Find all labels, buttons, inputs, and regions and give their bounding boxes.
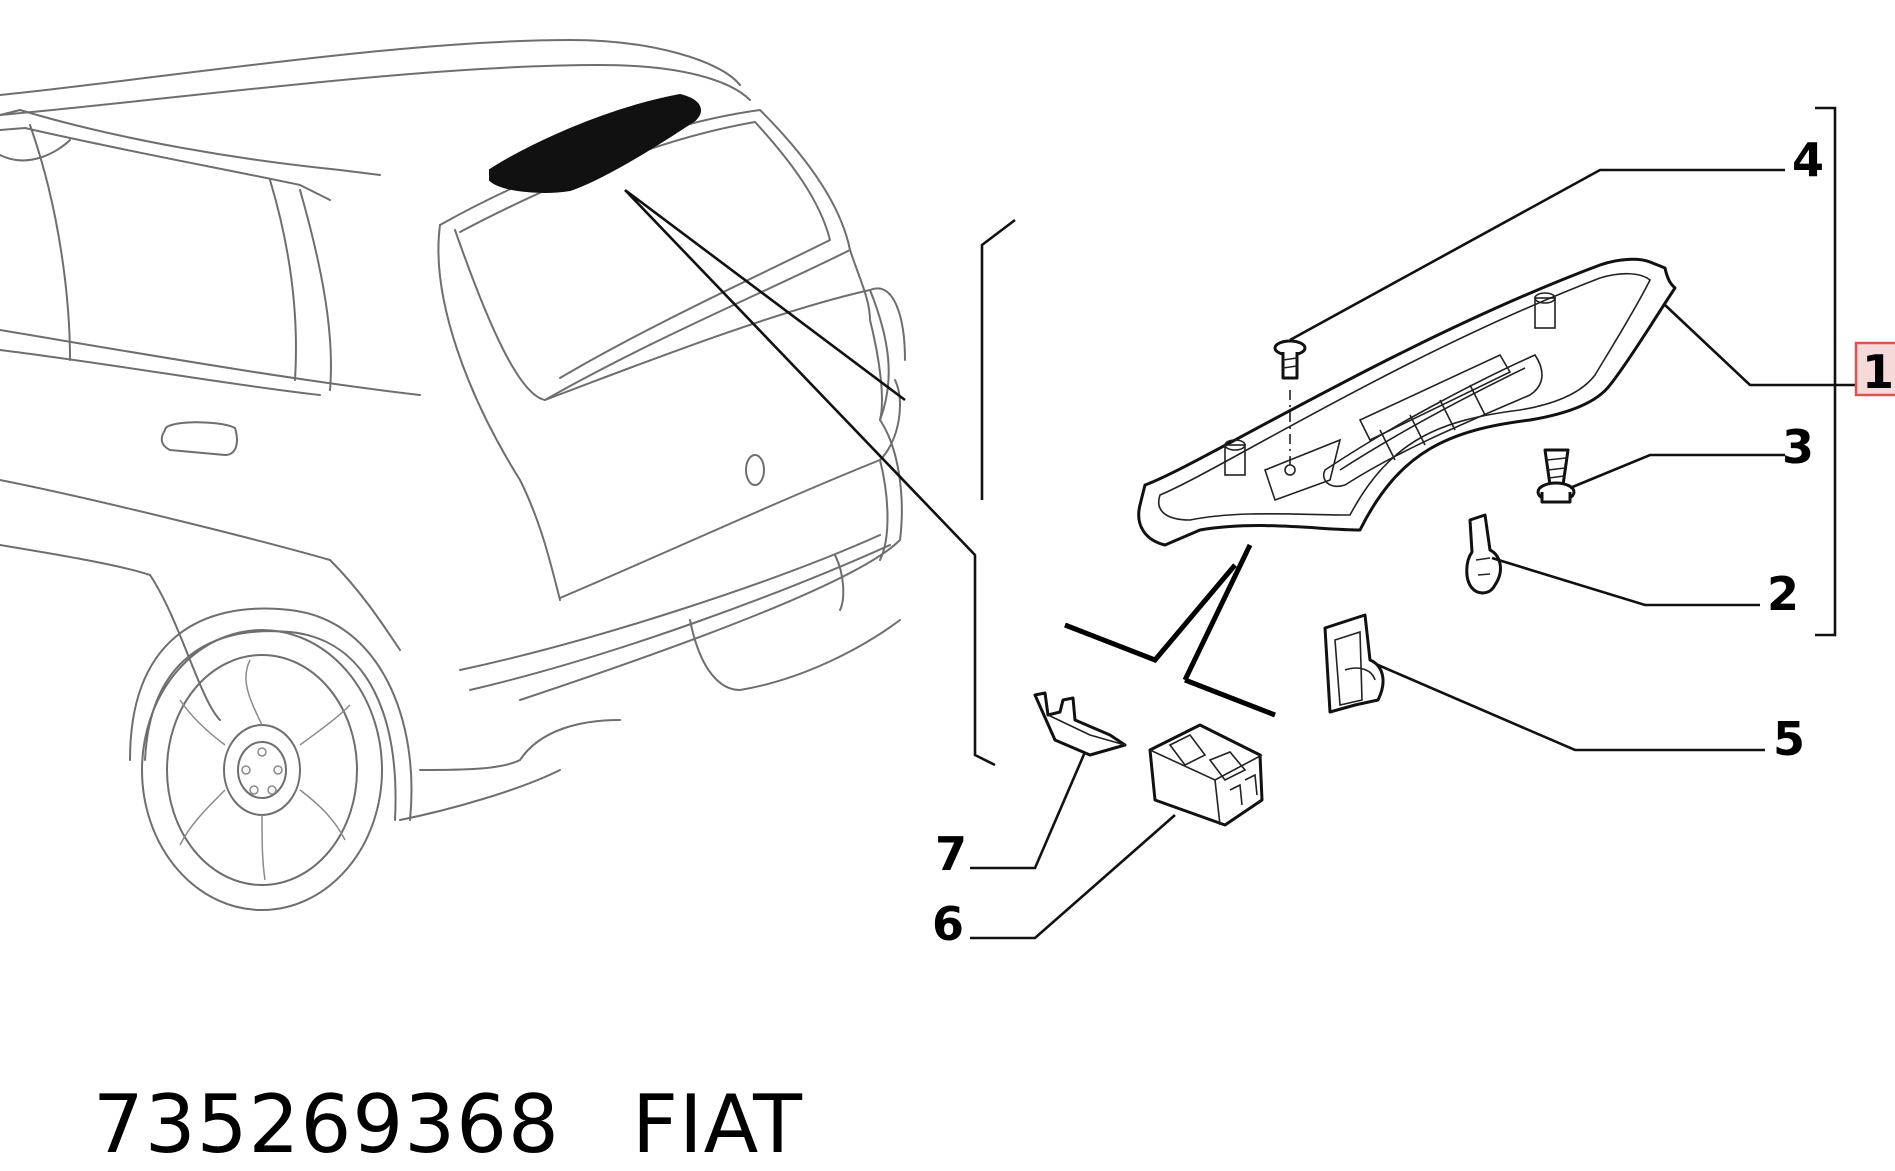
callout-2: 2	[1767, 567, 1799, 621]
leader-7	[970, 751, 1087, 870]
leader-4	[1289, 168, 1785, 342]
callout-1-highlight	[1854, 341, 1895, 397]
leader-3	[1569, 453, 1785, 490]
wiring-line-a	[1064, 563, 1237, 663]
leader-2	[1491, 556, 1760, 607]
connector-part-6	[1148, 723, 1264, 827]
bracket-part-5	[1323, 613, 1385, 714]
lamp-housing	[1137, 257, 1677, 547]
leader-5	[1377, 663, 1765, 752]
group-bracket-right	[1815, 106, 1837, 637]
parts-diagram: 4 3 2 5 7 6 1	[0, 39, 1895, 951]
location-leader	[624, 188, 996, 767]
callout-3: 3	[1782, 420, 1814, 474]
callout-5: 5	[1773, 712, 1805, 766]
clip-part-2	[1465, 513, 1502, 595]
wiring-line-c	[1184, 677, 1276, 718]
screw-part-3	[1536, 448, 1576, 504]
brake-light-location	[489, 93, 701, 193]
callout-6: 6	[932, 897, 964, 951]
callout-7: 7	[935, 827, 967, 881]
leader-6	[970, 814, 1176, 940]
callout-1: 1	[1862, 345, 1894, 399]
brand-name: FIAT	[631, 1078, 803, 1171]
callout-4: 4	[1792, 133, 1824, 187]
terminal-part-7	[1033, 691, 1127, 757]
screw-part-4	[1273, 339, 1307, 380]
car-outline	[0, 39, 906, 911]
part-number: 735269368	[92, 1078, 560, 1171]
part-caption: 735269368 FIAT	[40, 985, 803, 1171]
leader-1	[1664, 304, 1855, 387]
group-bracket-left	[980, 218, 1016, 500]
wiring-line-b	[1182, 543, 1253, 682]
